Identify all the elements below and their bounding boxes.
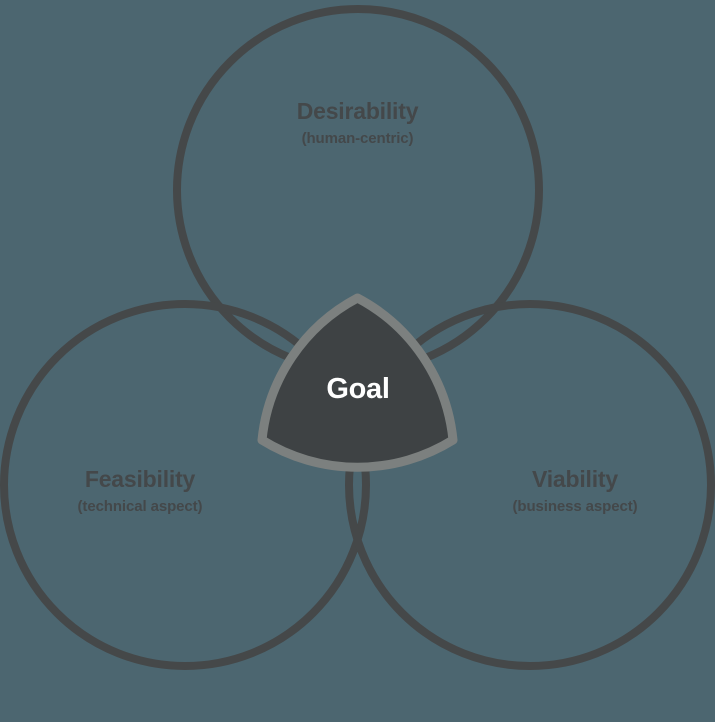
viability-circle-outline[interactable] — [345, 300, 715, 670]
goal-intersection-shape[interactable] — [257, 293, 458, 472]
goal-text: Goal — [326, 373, 390, 405]
feasibility-circle-outline[interactable] — [0, 300, 370, 670]
goal-label: Goal — [258, 375, 458, 404]
